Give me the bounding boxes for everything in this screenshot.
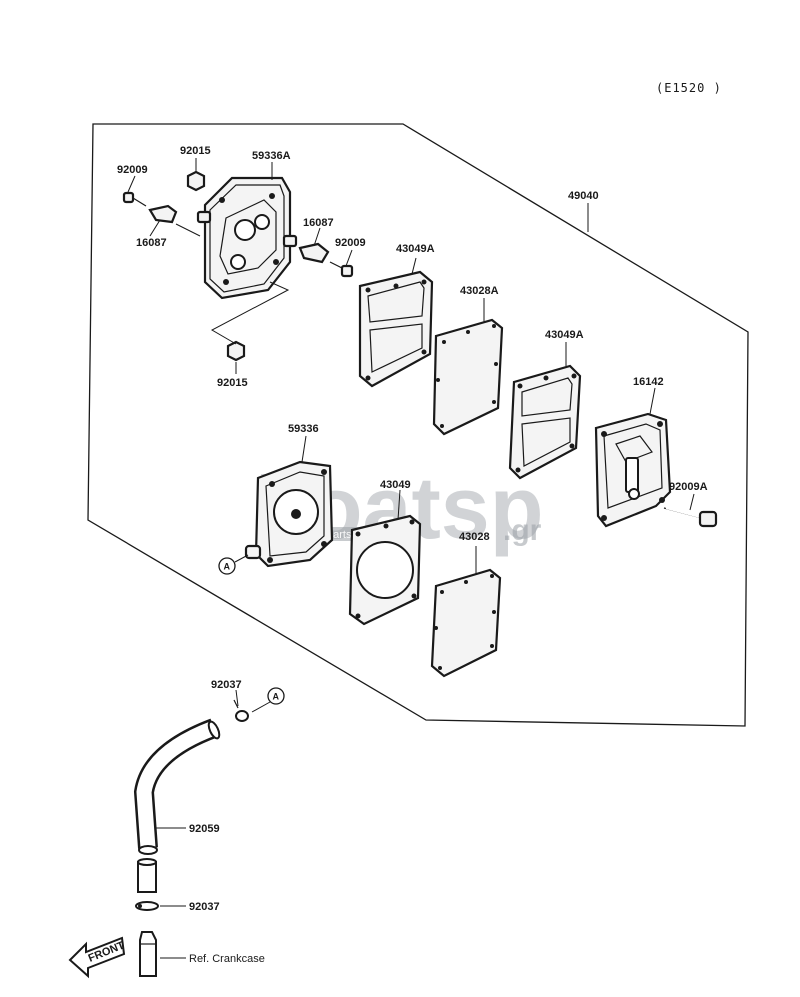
nut-92015-bottom	[226, 340, 246, 362]
svg-text:A: A	[273, 692, 280, 702]
label-92059: 92059	[189, 823, 220, 835]
label-49040: 49040	[568, 190, 599, 202]
label-59336: 59336	[288, 423, 319, 435]
gasket-43049A-1	[358, 270, 434, 388]
label-43028A: 43028A	[460, 285, 499, 297]
diaphragm-43028	[430, 568, 502, 678]
connector-a-lower: A	[251, 687, 285, 713]
screw-92009-right	[329, 261, 354, 278]
gasket-43049	[348, 514, 422, 626]
cover-16142	[594, 412, 672, 528]
label-16142: 16142	[633, 376, 664, 388]
label-43028: 43028	[459, 531, 490, 543]
label-92009-right: 92009	[335, 237, 366, 249]
bolt-92009A	[663, 507, 718, 528]
front-arrow-icon: FRONT	[68, 936, 127, 979]
svg-text:A: A	[224, 562, 231, 572]
label-16087-right: 16087	[303, 217, 334, 229]
gasket-43049A-2	[508, 364, 582, 480]
diaphragm-43028A	[432, 318, 504, 436]
fitting-16087-left	[148, 204, 178, 224]
leaders-upper	[127, 158, 589, 374]
label-92009A: 92009A	[669, 481, 708, 493]
label-43049A-2: 43049A	[545, 329, 584, 341]
fitting-16087-right	[298, 242, 330, 264]
screw-92009-left	[122, 191, 147, 207]
watermark-domain: .gr	[503, 514, 542, 547]
nut-92015-top	[186, 170, 206, 192]
leader-92009A	[689, 493, 695, 511]
diagram-code: (E1520 )	[656, 81, 722, 95]
label-43049A-1: 43049A	[396, 243, 435, 255]
clamp-92037-bottom	[135, 901, 159, 911]
label-43049: 43049	[380, 479, 411, 491]
label-92015-bottom: 92015	[217, 377, 248, 389]
crankcase-nipple	[139, 931, 157, 977]
label-ref-crankcase: Ref. Crankcase	[189, 953, 265, 965]
label-92037-top: 92037	[211, 679, 242, 691]
assembly-outline	[87, 123, 749, 727]
connector-a-upper: A	[218, 554, 249, 575]
clamp-92037-top	[233, 699, 249, 722]
hose-92059	[133, 718, 221, 855]
label-92037-bottom: 92037	[189, 901, 220, 913]
leader-43049	[397, 489, 401, 521]
label-16087-left: 16087	[136, 237, 167, 249]
leader-59336	[301, 435, 307, 463]
label-92009-left: 92009	[117, 164, 148, 176]
pump-body-59336	[244, 460, 334, 568]
label-92015-top: 92015	[180, 145, 211, 157]
leader-92037-top	[235, 689, 239, 707]
leader-43049A-1	[411, 257, 417, 275]
hose-piece	[137, 858, 157, 893]
pump-cover-59336A	[196, 176, 298, 300]
label-59336A: 59336A	[252, 150, 291, 162]
leader-16142	[649, 387, 656, 415]
